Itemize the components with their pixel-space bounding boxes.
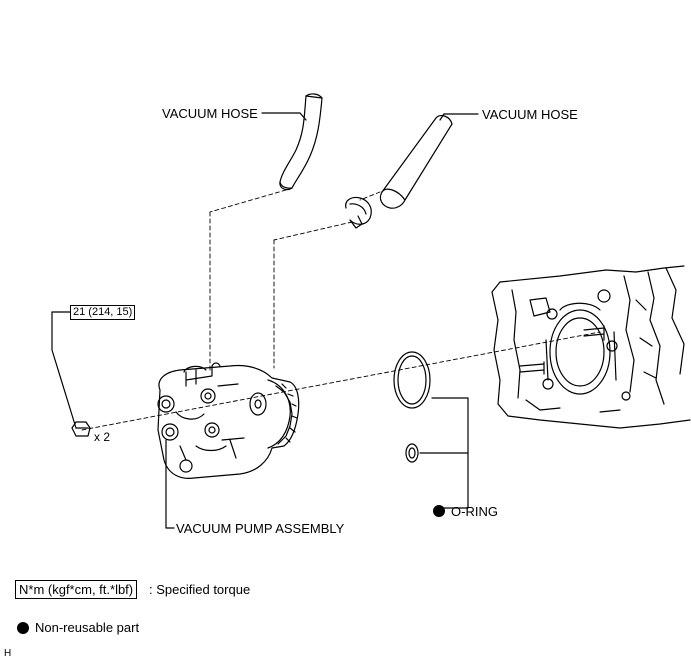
hose-clamp-part [345, 196, 372, 229]
o-ring-large-part [393, 351, 431, 409]
torque-spec-label: 21 (214, 15) [70, 305, 136, 320]
legend-torque-description: : Specified torque [149, 582, 251, 597]
o-ring-label: O-RING [451, 504, 498, 519]
vacuum-hose-right-label: VACUUM HOSE [482, 107, 578, 122]
engine-block-part [491, 265, 691, 429]
vacuum-pump-assembly-part [157, 362, 300, 479]
figure-code: H [4, 648, 12, 659]
non-reusable-marker-icon [433, 505, 445, 517]
vacuum-hose-left-part [279, 93, 323, 191]
vacuum-hose-left-label: VACUUM HOSE [162, 106, 258, 121]
vacuum-pump-assembly-label: VACUUM PUMP ASSEMBLY [176, 521, 345, 536]
o-ring-small-part [405, 443, 419, 463]
bolt-part [71, 421, 91, 437]
legend-torque-unit-box: N*m (kgf*cm, ft.*lbf) [15, 580, 138, 599]
legend-non-reusable-icon [17, 622, 29, 634]
legend-non-reusable-description: Non-reusable part [35, 620, 140, 635]
vacuum-hose-right-part [379, 114, 453, 209]
bolt-quantity-label: x 2 [94, 430, 111, 444]
